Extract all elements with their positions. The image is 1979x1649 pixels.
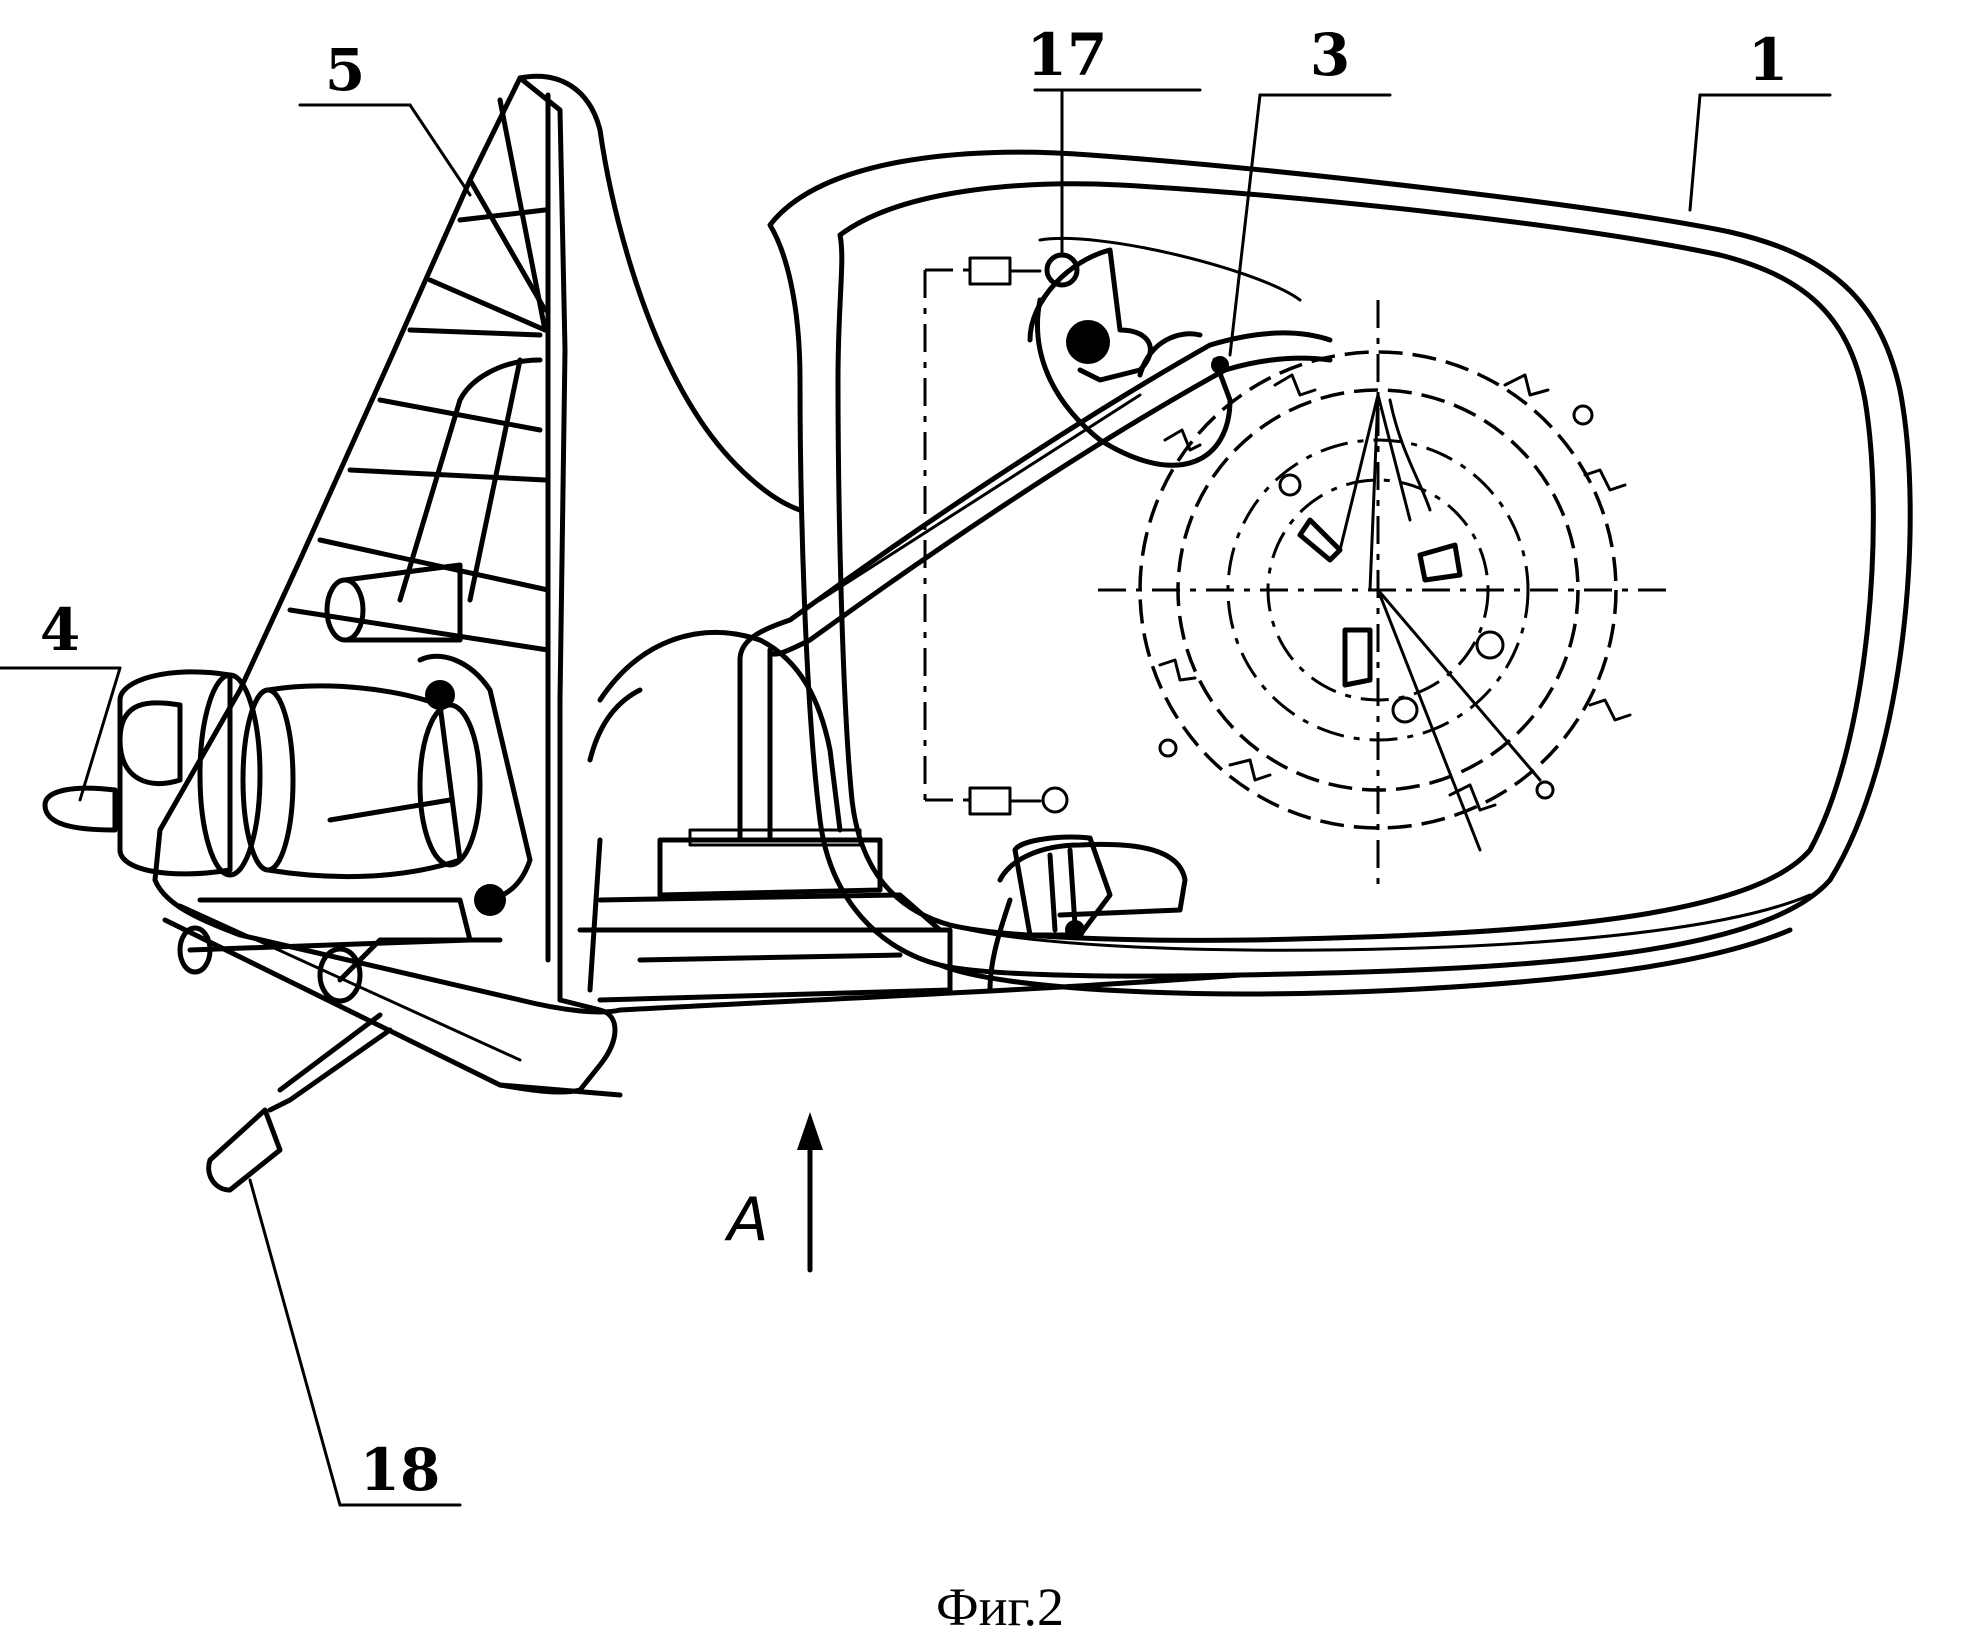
view-label-a: A [723, 1185, 768, 1255]
callout-1: 1 [1748, 26, 1788, 94]
callout-3: 3 [1310, 21, 1350, 89]
callout-leaders [0, 90, 1830, 1505]
callout-18: 18 [360, 1436, 441, 1504]
callout-5: 5 [325, 36, 365, 104]
mirror-glass-drive [925, 238, 1670, 940]
figure-caption: Фиг.2 [936, 1577, 1064, 1637]
callout-labels: 17 3 1 5 4 18 A Фиг.2 [40, 21, 1788, 1637]
drive-motor-assembly [45, 565, 530, 1190]
callout-4: 4 [40, 596, 80, 664]
mirror-housing [770, 152, 1910, 994]
wiring-cable [740, 333, 1330, 840]
callout-17: 17 [1027, 21, 1108, 89]
